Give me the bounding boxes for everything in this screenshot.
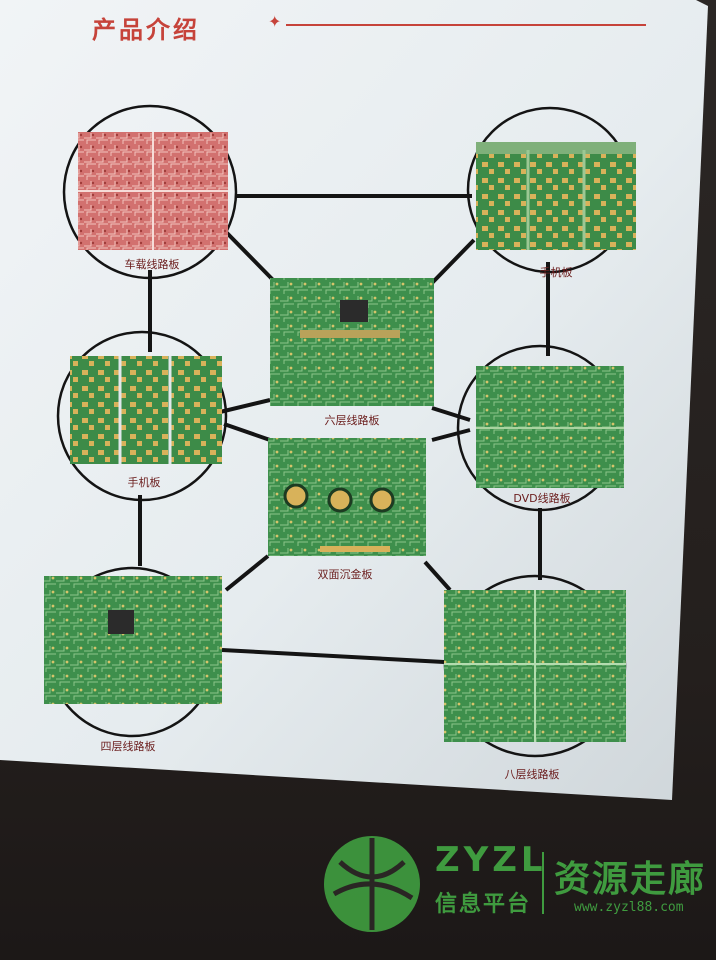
caption-four-layer: 四层线路板 <box>100 740 156 753</box>
watermark-logo-icon <box>324 836 420 932</box>
pcb-phone-board-left-image <box>70 356 222 464</box>
watermark-separator <box>542 852 544 914</box>
watermark-brand: 资源走廊 <box>554 859 707 900</box>
pcb-car-board-image <box>78 132 228 250</box>
caption-six-layer: 六层线路板 <box>324 414 380 427</box>
watermark: ZYZL 信息平台 资源走廊 www.zyzl88.com <box>318 832 714 940</box>
connector-lines <box>138 194 550 664</box>
title-rule <box>286 24 646 26</box>
title-star-icon: ✦ <box>268 12 282 31</box>
pcb-six-layer-image <box>270 278 434 406</box>
caption-dvd-board: DVD线路板 <box>513 492 571 505</box>
watermark-letters: ZYZL <box>435 840 547 880</box>
pcb-double-gold-image <box>268 438 426 556</box>
caption-car-board: 车载线路板 <box>124 258 180 271</box>
caption-phone-board-left: 手机板 <box>127 476 161 489</box>
pcb-phone-board-top-image <box>476 142 636 250</box>
caption-double-gold: 双面沉金板 <box>317 568 373 581</box>
page-title: 产品介绍 <box>92 15 200 44</box>
pcb-four-layer-image <box>44 576 222 704</box>
watermark-url: www.zyzl88.com <box>574 900 684 915</box>
watermark-subtitle: 信息平台 <box>435 892 532 917</box>
caption-phone-board-top: 手机板 <box>539 266 573 279</box>
caption-eight-layer: 八层线路板 <box>504 768 560 781</box>
pcb-dvd-board-image <box>476 366 624 488</box>
pcb-eight-layer-image <box>444 590 626 742</box>
